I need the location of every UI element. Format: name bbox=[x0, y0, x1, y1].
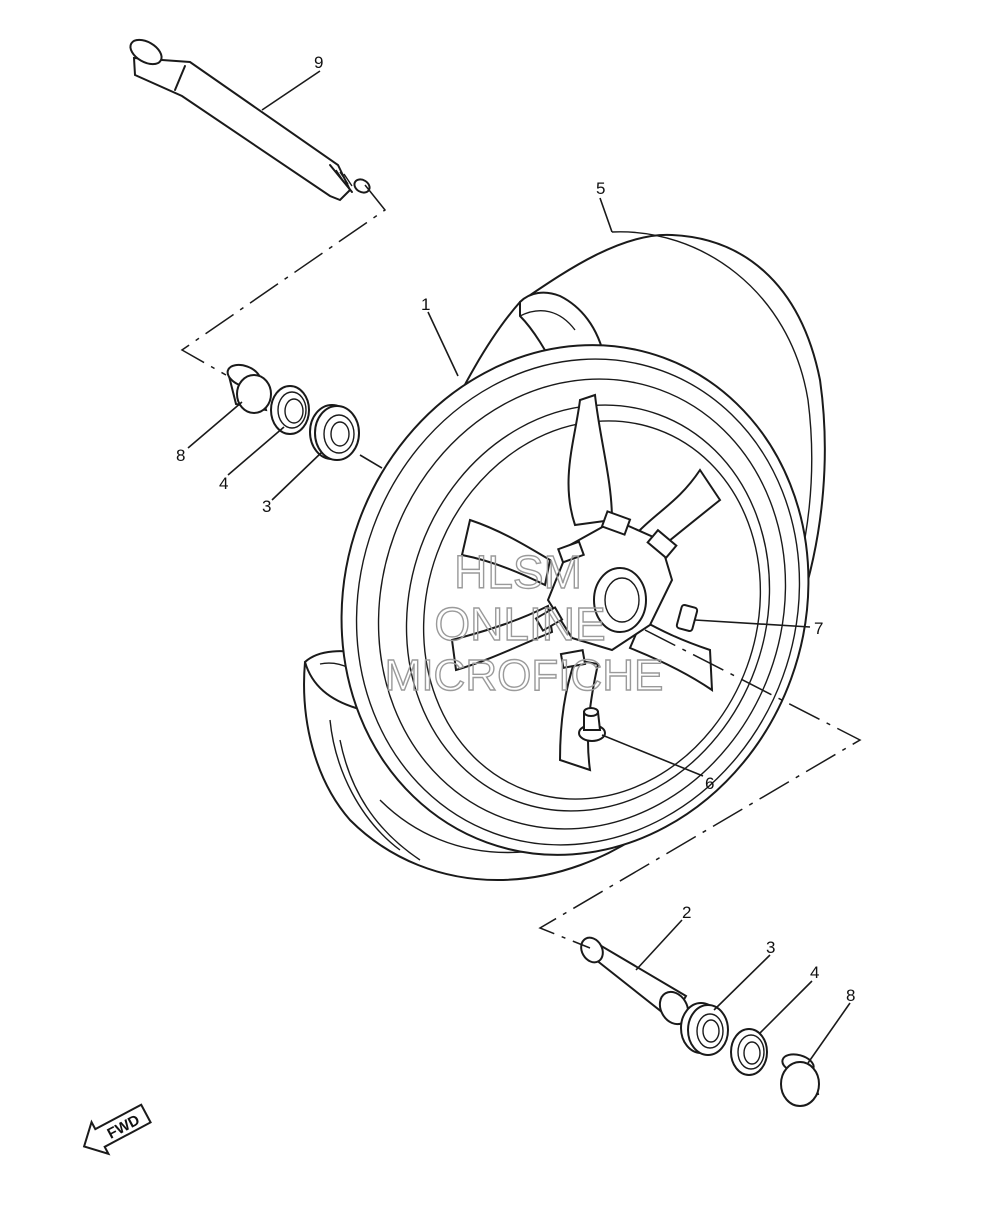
callout-5: 5 bbox=[596, 179, 605, 198]
callout-8-right: 8 bbox=[846, 986, 855, 1005]
callout-labels: 9 5 1 8 4 3 7 6 2 3 4 8 bbox=[176, 53, 855, 1005]
oil-seal-left bbox=[270, 385, 310, 435]
callout-4-right: 4 bbox=[810, 963, 819, 982]
callout-3-right: 3 bbox=[766, 938, 775, 957]
watermark-line-2: ONLINE bbox=[434, 598, 605, 650]
wheel-collar-right bbox=[780, 1053, 820, 1107]
callout-9: 9 bbox=[314, 53, 323, 72]
callout-3-left: 3 bbox=[262, 497, 271, 516]
callout-1: 1 bbox=[421, 295, 430, 314]
callout-8-left: 8 bbox=[176, 446, 185, 465]
watermark-line-3: MICROFICHE bbox=[385, 651, 664, 700]
oil-seal-right bbox=[730, 1028, 768, 1076]
wheel-collar-left bbox=[226, 363, 272, 414]
watermark-line-1: HLSM bbox=[454, 546, 582, 598]
bearing-right bbox=[680, 1002, 729, 1056]
assembly-lines bbox=[180, 184, 862, 949]
callout-7: 7 bbox=[814, 619, 823, 638]
callout-4-left: 4 bbox=[219, 474, 228, 493]
balance-weight bbox=[675, 604, 699, 632]
watermark: HLSM ONLINE MICROFICHE bbox=[384, 545, 664, 700]
front-axle bbox=[129, 38, 371, 202]
leader-lines bbox=[187, 70, 851, 1064]
tire-valve bbox=[578, 707, 606, 742]
wheel-collar-spacer-long bbox=[580, 936, 690, 1026]
callout-6: 6 bbox=[705, 774, 714, 793]
forward-direction-arrow: FWD bbox=[82, 1103, 152, 1156]
cast-wheel-rim bbox=[340, 344, 810, 856]
callout-2: 2 bbox=[682, 903, 691, 922]
bearing-left bbox=[309, 404, 360, 461]
